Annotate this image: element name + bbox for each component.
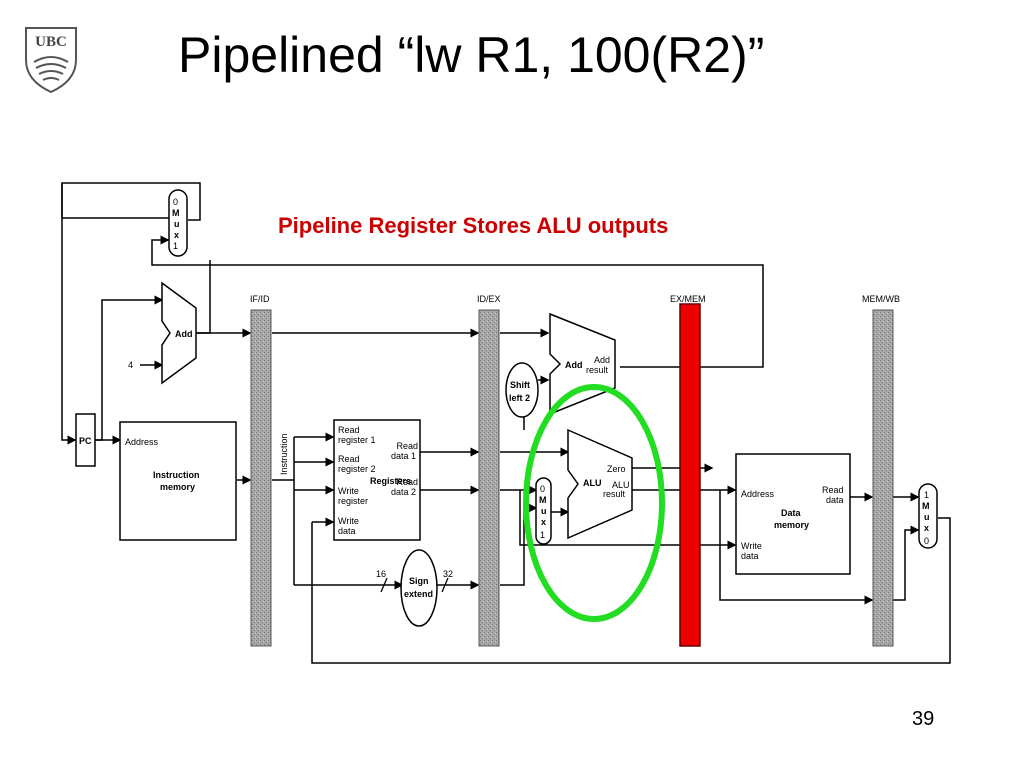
- svg-text:left 2: left 2: [509, 393, 530, 403]
- svg-text:EX/MEM: EX/MEM: [670, 294, 706, 304]
- svg-text:ALU: ALU: [612, 480, 630, 490]
- svg-text:Registers: Registers: [370, 476, 411, 486]
- if-id-register: IF/ID: [250, 294, 272, 647]
- svg-text:1: 1: [924, 490, 929, 500]
- sign-extend: Sign extend: [400, 549, 438, 627]
- svg-text:x: x: [541, 517, 546, 527]
- sign-extend-in-bits: 16: [376, 569, 386, 579]
- svg-text:data: data: [826, 495, 844, 505]
- svg-text:Zero: Zero: [607, 464, 626, 474]
- ex-mem-register: EX/MEM: [670, 294, 706, 647]
- svg-text:Add: Add: [175, 329, 193, 339]
- svg-text:memory: memory: [160, 482, 195, 492]
- svg-text:register: register: [338, 496, 368, 506]
- constant-four: 4: [128, 360, 133, 370]
- page-number: 39: [912, 708, 935, 730]
- svg-text:register 2: register 2: [338, 464, 376, 474]
- svg-text:Write: Write: [741, 541, 762, 551]
- mem-wb-register: MEM/WB: [862, 294, 900, 647]
- svg-text:result: result: [603, 489, 626, 499]
- svg-text:Data: Data: [781, 508, 802, 518]
- instruction-label: Instruction: [279, 433, 289, 475]
- svg-text:Read: Read: [396, 477, 418, 487]
- svg-text:data 2: data 2: [391, 487, 416, 497]
- svg-text:Shift: Shift: [510, 380, 530, 390]
- caption: Pipeline Register Stores ALU outputs: [278, 213, 668, 238]
- svg-text:0: 0: [173, 197, 178, 207]
- svg-text:Sign: Sign: [409, 576, 429, 586]
- svg-text:data: data: [741, 551, 759, 561]
- svg-text:Read: Read: [822, 485, 844, 495]
- svg-text:u: u: [924, 512, 930, 522]
- id-ex-register: ID/EX: [477, 294, 501, 647]
- svg-text:Add: Add: [594, 355, 610, 365]
- svg-text:Address: Address: [125, 437, 159, 447]
- alu-highlight-circle: [523, 384, 665, 622]
- svg-text:u: u: [541, 506, 547, 516]
- svg-text:data 1: data 1: [391, 451, 416, 461]
- svg-text:IF/ID: IF/ID: [250, 294, 270, 304]
- svg-text:result: result: [586, 365, 609, 375]
- svg-text:MEM/WB: MEM/WB: [862, 294, 900, 304]
- svg-text:Read: Read: [338, 454, 360, 464]
- svg-text:Write: Write: [338, 516, 359, 526]
- svg-text:Read: Read: [396, 441, 418, 451]
- svg-text:Write: Write: [338, 486, 359, 496]
- slide-title: Pipelined “lw R1, 100(R2)”: [178, 27, 765, 83]
- svg-text:1: 1: [173, 241, 178, 251]
- sign-extend-out-bits: 32: [443, 569, 453, 579]
- svg-text:ID/EX: ID/EX: [477, 294, 501, 304]
- if-adder: Add: [161, 281, 197, 385]
- svg-text:0: 0: [924, 536, 929, 546]
- svg-text:register 1: register 1: [338, 435, 376, 445]
- alu: ALU Zero ALU result: [567, 428, 633, 540]
- svg-text:x: x: [924, 523, 929, 533]
- svg-text:Add: Add: [565, 360, 583, 370]
- ubc-logo: UBC: [25, 27, 77, 94]
- svg-text:ALU: ALU: [583, 478, 602, 488]
- svg-text:PC: PC: [79, 436, 92, 446]
- svg-text:Read: Read: [338, 425, 360, 435]
- svg-text:memory: memory: [774, 520, 809, 530]
- shift-left-2: Shift left 2: [505, 362, 539, 418]
- instruction-memory: Address Instruction memory: [119, 421, 237, 541]
- data-memory: Address Read data Data memory Write data: [735, 453, 851, 575]
- svg-text:u: u: [174, 219, 180, 229]
- writeback-mux: 1 M u x 0: [918, 483, 938, 549]
- register-file: Read register 1 Read register 2 Write re…: [333, 419, 421, 541]
- svg-text:data: data: [338, 526, 356, 536]
- svg-text:Address: Address: [741, 489, 775, 499]
- pc-mux: 0 M u x 1: [168, 189, 188, 257]
- svg-text:1: 1: [540, 530, 545, 540]
- svg-text:extend: extend: [404, 589, 433, 599]
- svg-text:M: M: [539, 495, 547, 505]
- logo-text: UBC: [35, 34, 67, 50]
- pc-register: PC: [75, 413, 96, 467]
- svg-text:M: M: [922, 501, 930, 511]
- bus-width-ticks: [380, 577, 449, 593]
- svg-text:x: x: [174, 230, 179, 240]
- svg-text:M: M: [172, 208, 180, 218]
- svg-text:0: 0: [540, 484, 545, 494]
- alu-mux: 0 M u x 1: [535, 477, 552, 545]
- svg-text:Instruction: Instruction: [153, 470, 200, 480]
